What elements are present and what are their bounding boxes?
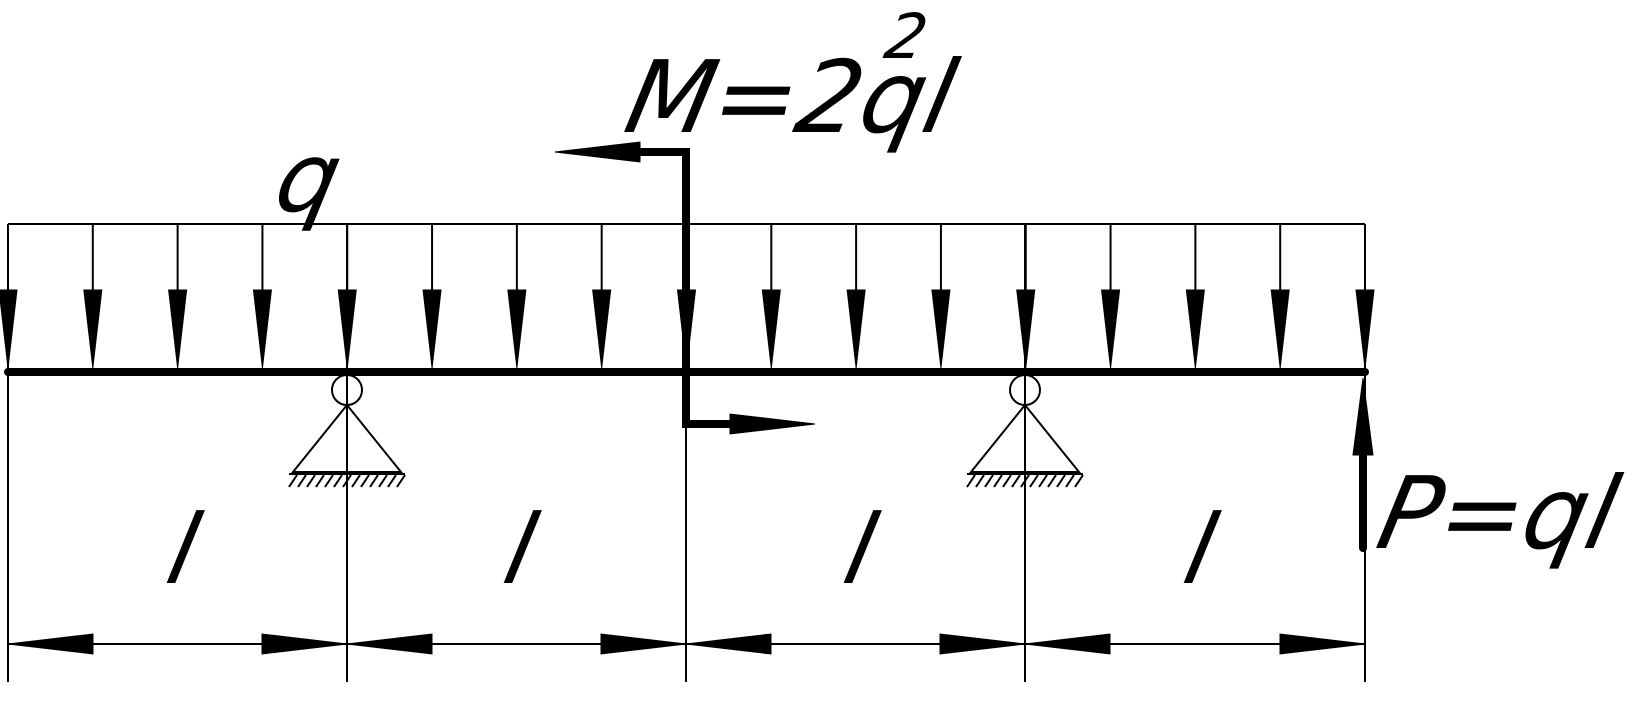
load-arrow xyxy=(931,224,951,369)
load-arrow xyxy=(1270,224,1290,369)
dimension-arrowhead xyxy=(1024,633,1111,655)
force-label: P=ql xyxy=(1368,455,1629,572)
dimension-line xyxy=(7,633,1366,655)
moment-M-symbol xyxy=(554,141,816,435)
ground-hatch-right xyxy=(966,474,1084,488)
dimension-arrowhead xyxy=(7,633,94,655)
moment-arrowhead-right xyxy=(729,413,816,435)
load-arrow xyxy=(761,224,781,369)
force-P-arrow xyxy=(1352,377,1374,552)
load-arrow xyxy=(507,224,527,369)
load-arrow xyxy=(83,224,103,369)
load-arrow xyxy=(252,224,272,369)
dimension-arrowhead xyxy=(261,633,348,655)
dimension-arrowhead xyxy=(600,633,687,655)
dimension-extension-lines xyxy=(7,224,1366,682)
load-arrow xyxy=(846,224,866,369)
dimension-arrowheads xyxy=(7,633,1366,655)
load-arrow xyxy=(1185,224,1205,369)
load-arrow xyxy=(168,224,188,369)
load-arrow xyxy=(592,224,612,369)
dimension-arrowhead xyxy=(1279,633,1366,655)
ground-hatch-left xyxy=(288,474,406,488)
dimension-arrowhead xyxy=(346,633,433,655)
load-arrow xyxy=(422,224,442,369)
dimension-arrowhead xyxy=(685,633,772,655)
dimension-arrowhead xyxy=(939,633,1026,655)
moment-arrowhead-left xyxy=(554,141,641,163)
load-arrow xyxy=(1101,224,1121,369)
